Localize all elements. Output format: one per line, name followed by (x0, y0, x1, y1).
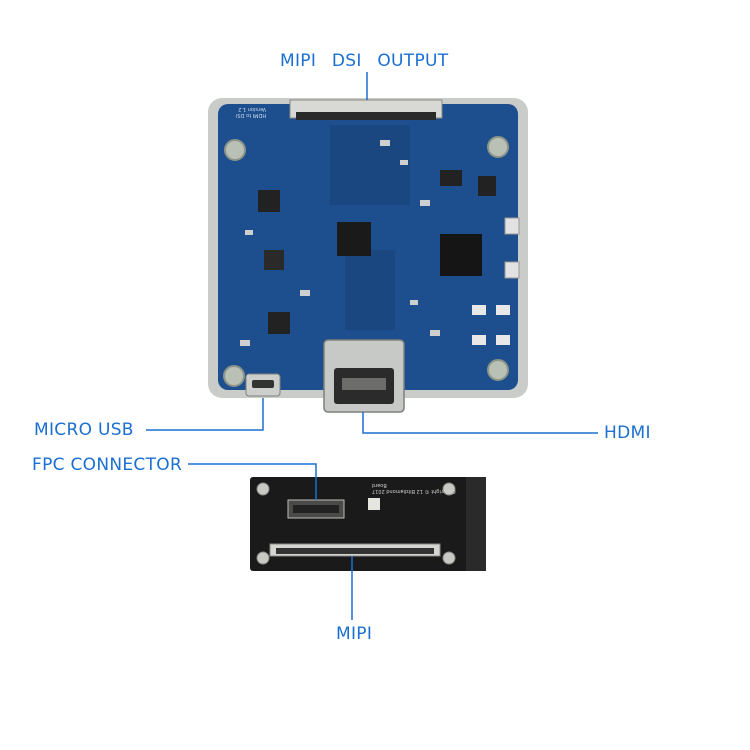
callout-lines (146, 72, 598, 620)
mounting-hole (224, 139, 246, 161)
fpc-connector-label: FPC CONNECTOR (32, 455, 183, 475)
mounting-hole (487, 136, 509, 158)
ic (478, 176, 496, 196)
side-button (504, 217, 520, 235)
board-silkscreen-version: Version 1.2 (238, 106, 267, 112)
ic (258, 190, 280, 212)
board-silkscreen: HDMI to DSI Version 1.2 (236, 106, 266, 118)
mipi-dsi-output-label: MIPI DSI OUTPUT (280, 51, 449, 71)
controller-chip (440, 234, 482, 276)
micro-usb-label: MICRO USB (34, 420, 134, 440)
board-silkscreen-title: HDMI to DSI (236, 112, 267, 118)
mounting-hole (487, 359, 509, 381)
hdmi-to-dsi-board: HDMI to DSI (208, 98, 528, 413)
fpc-adapter-board (250, 477, 486, 571)
mipi-label: MIPI (336, 624, 373, 644)
ic (268, 312, 290, 334)
hdmi-label: HDMI (604, 423, 651, 443)
side-button (504, 261, 520, 279)
mounting-hole (442, 482, 456, 496)
mounting-hole (256, 551, 270, 565)
callout-fpc (188, 463, 317, 500)
ic (440, 170, 462, 186)
callout-micro-usb (146, 398, 264, 431)
adapter-silkscreen-line1: Copyright © 12 Bitdiamond 2017 (372, 488, 456, 494)
adapter-silkscreen: Copyright © 12 Bitdiamond 2017 Board (372, 482, 456, 494)
mounting-hole (442, 551, 456, 565)
mounting-hole (223, 365, 245, 387)
callout-hdmi (362, 412, 598, 434)
mounting-hole (256, 482, 270, 496)
ic (264, 250, 284, 270)
main-chip (337, 222, 371, 256)
